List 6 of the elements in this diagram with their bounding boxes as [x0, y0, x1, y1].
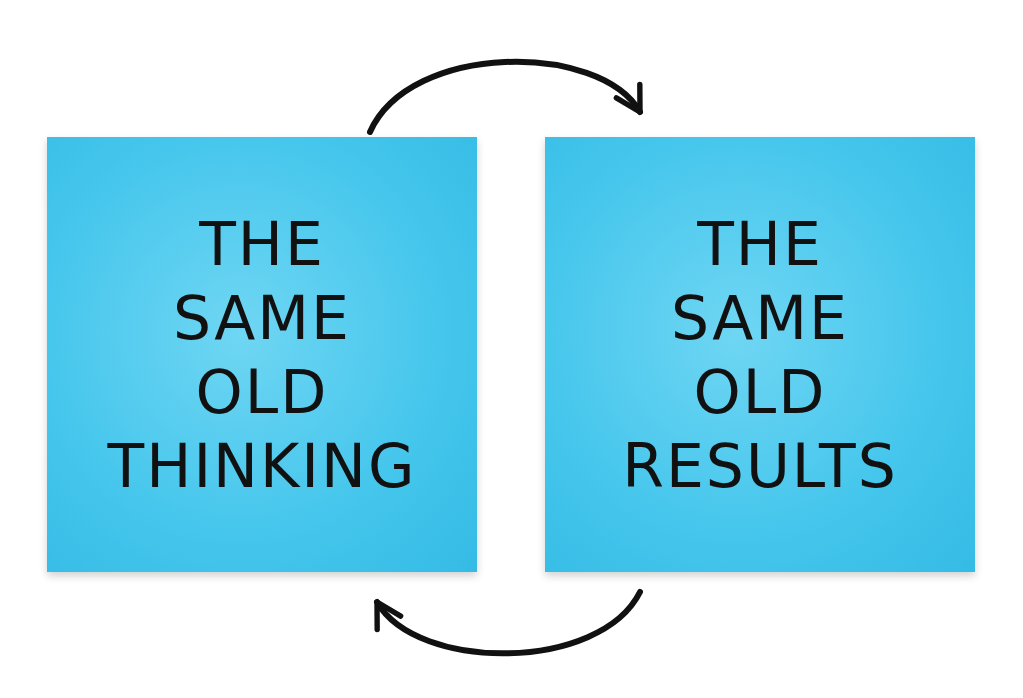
sticky-note: [47, 137, 477, 572]
curved-arrow: [374, 589, 643, 657]
sticky-note: [545, 137, 975, 572]
note-text: THE SAME OLD RESULTS: [622, 207, 898, 503]
curved-arrow: [367, 59, 643, 135]
note-text: THE SAME OLD THINKING: [107, 207, 417, 503]
